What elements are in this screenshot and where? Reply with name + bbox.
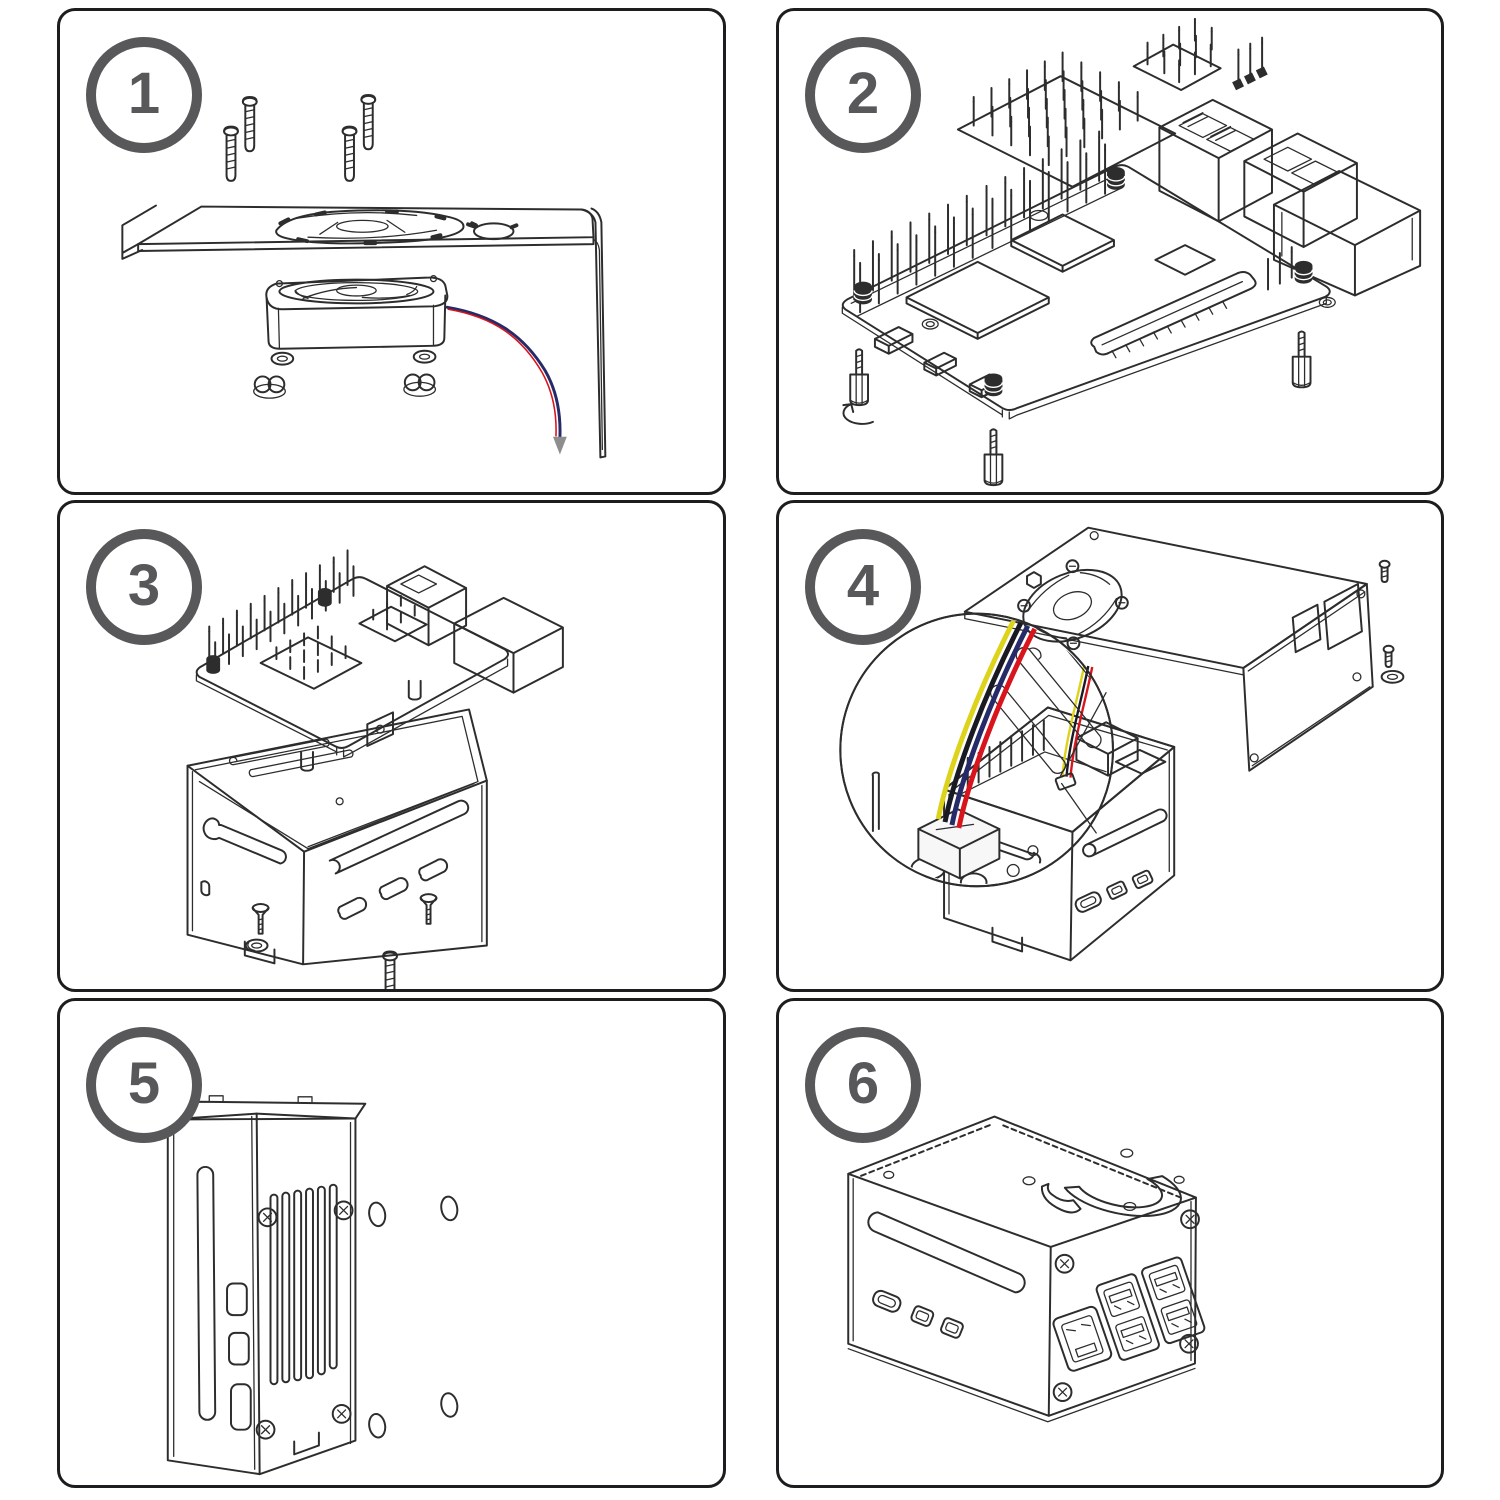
board-ports xyxy=(386,565,564,694)
step-panel-3: 3 xyxy=(57,500,726,992)
fan-header-pins xyxy=(1232,36,1268,91)
soc-chips xyxy=(905,213,1216,340)
illustration-wall-mount xyxy=(166,1095,459,1476)
step-number-badge: 1 xyxy=(86,37,202,153)
nut-on-lid xyxy=(1026,571,1042,589)
fan-cutout-icon xyxy=(275,209,519,246)
vertical-case xyxy=(166,1095,367,1476)
step-panel-6: 6 xyxy=(776,998,1444,1488)
bottom-notch xyxy=(293,1431,320,1456)
fpc-connector xyxy=(1090,246,1293,359)
ethernet-port xyxy=(1052,1305,1113,1372)
lid-side-flap xyxy=(1242,583,1374,772)
illustration-assembled-case xyxy=(847,1115,1206,1423)
case-lid xyxy=(121,204,607,459)
fan-on-lid xyxy=(1022,568,1123,643)
step-panel-1: 1 xyxy=(57,8,726,495)
usb-stack-2 xyxy=(1141,1256,1206,1345)
cable-arrow-icon xyxy=(552,436,567,455)
front-face-slots xyxy=(200,817,287,965)
usb-stack-1 xyxy=(1095,1273,1160,1361)
top-fan-cutout xyxy=(1063,1175,1182,1218)
illustration-board-heatsinks xyxy=(841,17,1422,487)
fan-screws xyxy=(1017,559,1129,651)
step-panel-4: 4 xyxy=(776,500,1444,992)
step-panel-5: 5 xyxy=(57,998,726,1488)
illustration-fan-lid xyxy=(121,93,607,459)
front-slot xyxy=(867,1211,1026,1294)
front-vertical-slot xyxy=(196,1166,217,1421)
side-face-slots xyxy=(328,799,470,920)
case-interior xyxy=(198,711,475,850)
step-number: 2 xyxy=(846,61,880,126)
step-number-badge: 2 xyxy=(805,37,921,153)
top-fan-hook xyxy=(1040,1182,1082,1214)
pi-board-assembly xyxy=(195,549,564,772)
step-number-badge: 5 xyxy=(86,1027,202,1143)
case-bottom xyxy=(186,708,488,966)
illustration-lid-fan-connection xyxy=(839,526,1405,962)
standoff-spacers xyxy=(842,330,1312,487)
magnified-gpio-pin xyxy=(871,771,880,832)
fan xyxy=(265,275,449,350)
step-number-badge: 6 xyxy=(805,1027,921,1143)
step-number: 6 xyxy=(846,1051,880,1116)
lid-with-fan xyxy=(963,526,1405,772)
fan-nuts xyxy=(253,349,437,399)
fan-cable xyxy=(445,305,567,455)
large-heatsink xyxy=(956,51,1177,188)
lid-screws xyxy=(1378,559,1405,684)
step-number: 3 xyxy=(127,553,161,618)
mounting-screws xyxy=(223,93,377,182)
front-ports xyxy=(226,1282,252,1431)
side-vent-slots xyxy=(269,1183,338,1386)
side-face-ports xyxy=(1074,808,1168,913)
step-number: 1 xyxy=(127,61,161,126)
small-heatsink xyxy=(1132,17,1222,92)
ethernet-port xyxy=(1272,170,1422,297)
attached-heatsinks xyxy=(259,594,428,690)
front-ports xyxy=(872,1289,964,1339)
wall-mount-holes xyxy=(368,1195,459,1439)
board-spacers xyxy=(853,167,1314,397)
step-number-badge: 4 xyxy=(805,529,921,645)
magnifier-circle xyxy=(839,612,1114,888)
assembled-case xyxy=(847,1115,1206,1423)
pi-board xyxy=(841,164,1336,420)
gpio-header-pins xyxy=(850,130,1123,317)
usb-port-stacks xyxy=(1158,98,1358,249)
step-panel-2: 2 xyxy=(776,8,1444,495)
top-holes xyxy=(883,1148,1185,1212)
magnified-wires xyxy=(935,616,1039,829)
case-screws xyxy=(244,893,438,989)
step-number-badge: 3 xyxy=(86,529,202,645)
illustration-board-into-case xyxy=(186,549,564,989)
step-number: 4 xyxy=(846,553,880,618)
step-number: 5 xyxy=(127,1051,161,1116)
